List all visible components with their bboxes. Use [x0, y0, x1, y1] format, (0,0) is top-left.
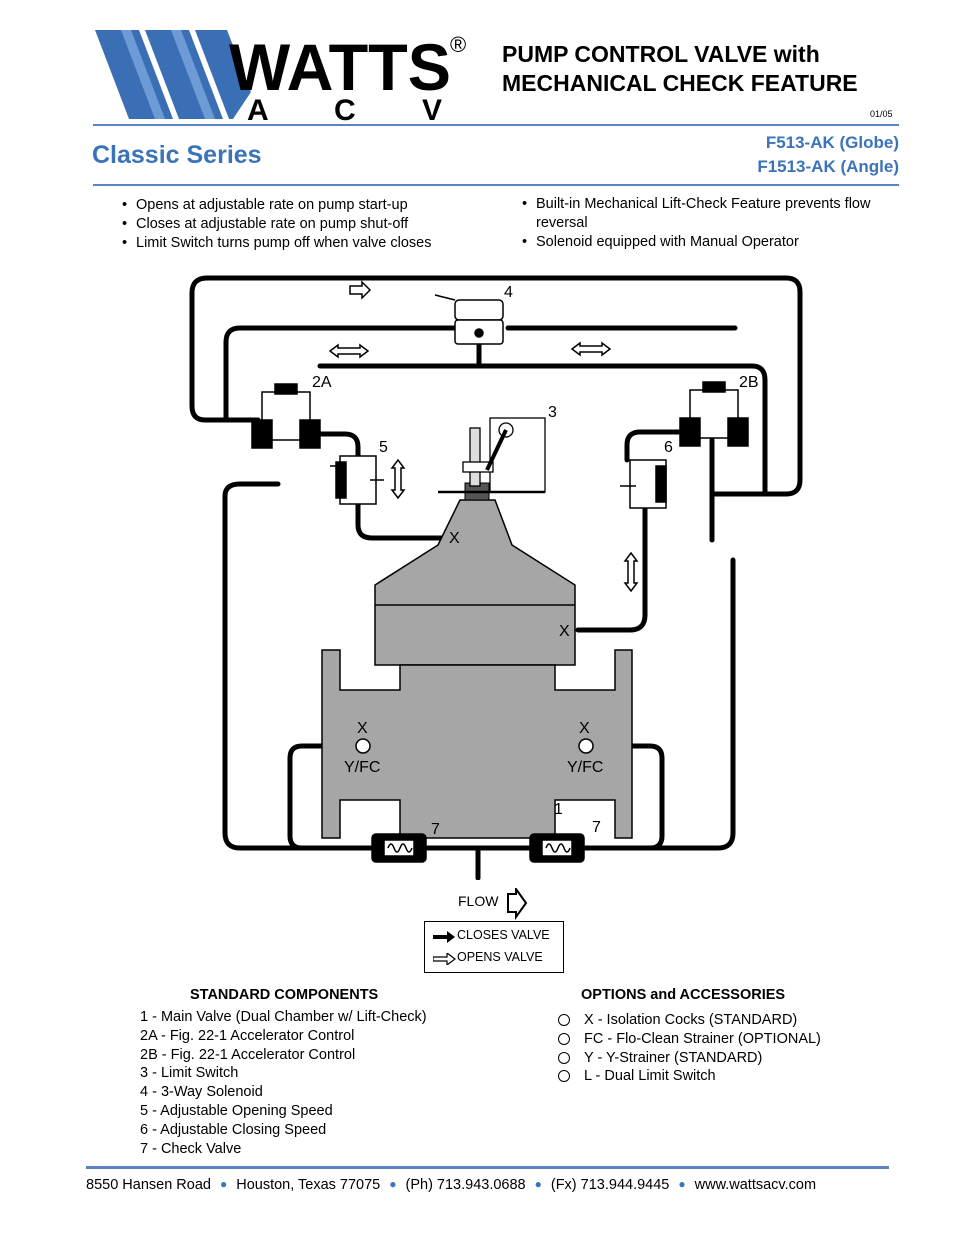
option-item: X - Isolation Cocks (STANDARD)	[556, 1011, 821, 1030]
label-4: 4	[504, 284, 513, 301]
legend-closes: CLOSES VALVE	[457, 928, 550, 942]
label-1: 1	[554, 801, 563, 818]
label-7-left: 7	[431, 821, 440, 838]
standard-components-heading: STANDARD COMPONENTS	[190, 987, 379, 1003]
label-5: 5	[379, 439, 388, 456]
flow-arrows	[328, 280, 639, 593]
feature-item: Closes at adjustable rate on pump shut-o…	[122, 215, 432, 234]
option-item: Y - Y-Strainer (STANDARD)	[556, 1049, 821, 1068]
label-3: 3	[548, 404, 557, 421]
label-yfc-right: Y/FC	[567, 759, 603, 776]
options-heading: OPTIONS and ACCESSORIES	[581, 987, 786, 1003]
solenoid	[434, 294, 504, 345]
footer-city: Houston, Texas 77075	[236, 1177, 381, 1193]
title-line-2: MECHANICAL CHECK FEATURE	[502, 70, 858, 96]
footer-contact: 8550 Hansen Road ● Houston, Texas 77075 ● (P…	[86, 1177, 816, 1193]
feature-item: Limit Switch turns pump off when valve c…	[122, 234, 432, 253]
label-x-right-port: X	[579, 720, 590, 737]
legend-opens: OPENS VALVE	[457, 950, 543, 964]
model-globe: F513-AK (Globe)	[765, 133, 899, 152]
footer-rule	[86, 1166, 889, 1169]
options-list: X - Isolation Cocks (STANDARD) FC - Flo-…	[556, 1011, 821, 1086]
logo-registered-mark: ®	[450, 32, 466, 57]
circle-icon	[558, 1032, 570, 1045]
list-item: 6 - Adjustable Closing Speed	[140, 1121, 327, 1138]
bullet-icon: ●	[678, 1177, 686, 1191]
bullet-icon: ●	[534, 1177, 542, 1191]
main-valve-body	[321, 499, 633, 839]
label-x-right: X	[559, 623, 570, 640]
solid-arrow-icon	[433, 931, 455, 943]
footer-phone: (Ph) 713.943.0688	[405, 1177, 526, 1193]
feature-list-left: Opens at adjustable rate on pump start-u…	[122, 196, 432, 253]
revision-date: 01/05	[870, 109, 893, 119]
list-item: 2A - Fig. 22-1 Accelerator Control	[140, 1027, 355, 1044]
feature-item: Opens at adjustable rate on pump start-u…	[122, 196, 432, 215]
feature-list-right: Built-in Mechanical Lift-Check Feature p…	[522, 195, 882, 252]
outer-pipe-right	[589, 557, 736, 851]
flow-arrow-icon	[507, 888, 528, 920]
label-yfc-left: Y/FC	[344, 759, 380, 776]
arrow-legend: CLOSES VALVE OPENS VALVE	[424, 921, 564, 973]
watts-acv-logo: WATTS ® A C V	[95, 30, 466, 122]
label-x-left-port: X	[357, 720, 368, 737]
footer-address: 8550 Hansen Road	[86, 1177, 211, 1193]
top-pipe	[189, 275, 803, 497]
model-angle: F1513-AK (Angle)	[757, 157, 899, 176]
list-item: 7 - Check Valve	[140, 1140, 242, 1157]
hollow-arrow-icon	[433, 953, 456, 965]
document-title: PUMP CONTROL VALVE with MECHANICAL CHECK…	[502, 40, 858, 98]
check-valve-left	[371, 833, 427, 863]
option-item: L - Dual Limit Switch	[556, 1067, 821, 1086]
header-rule	[93, 124, 899, 126]
accelerator-control-2a	[251, 383, 321, 449]
circle-icon	[558, 1051, 570, 1064]
standard-components-list: 1 - Main Valve (Dual Chamber w/ Lift-Che…	[140, 1008, 427, 1158]
bullet-icon: ●	[389, 1177, 397, 1191]
circle-icon	[558, 1014, 570, 1026]
list-item: 4 - 3-Way Solenoid	[140, 1084, 263, 1101]
list-item: 1 - Main Valve (Dual Chamber w/ Lift-Che…	[140, 1009, 427, 1025]
feature-item: Solenoid equipped with Manual Operator	[522, 233, 882, 252]
limit-switch	[438, 417, 546, 494]
solenoid-pipe	[223, 325, 465, 423]
logo-wordmark: WATTS	[229, 30, 451, 104]
circle-icon	[558, 1070, 570, 1083]
footer-fax: (Fx) 713.944.9445	[550, 1177, 670, 1193]
feature-item: Built-in Mechanical Lift-Check Feature p…	[522, 195, 882, 233]
option-item: FC - Flo-Clean Strainer (OPTIONAL)	[556, 1030, 821, 1049]
series-rule	[93, 184, 899, 186]
footer-website-link[interactable]: www.wattsacv.com	[694, 1177, 817, 1193]
closing-speed-control	[620, 459, 667, 509]
list-item: 3 - Limit Switch	[140, 1065, 239, 1082]
opening-speed-control	[330, 455, 384, 505]
label-6: 6	[664, 439, 673, 456]
outer-pipe	[222, 481, 363, 851]
list-item: 2B - Fig. 22-1 Accelerator Control	[140, 1046, 356, 1063]
list-item: 5 - Adjustable Opening Speed	[140, 1102, 333, 1119]
flow-label: FLOW	[458, 893, 499, 909]
label-7-right: 7	[592, 819, 601, 836]
label-2b: 2B	[739, 374, 759, 391]
title-line-1: PUMP CONTROL VALVE with	[502, 41, 820, 67]
accelerator-control-2b	[679, 381, 749, 447]
check-valve-right	[529, 833, 585, 863]
label-x-top: X	[449, 530, 460, 547]
label-2a: 2A	[312, 374, 332, 391]
valve-schematic: 4 2A 2B 3 5 6 X X X X Y/FC Y/FC 1 7 7	[189, 275, 803, 880]
bullet-icon: ●	[219, 1177, 228, 1191]
series-title: Classic Series	[92, 141, 262, 169]
